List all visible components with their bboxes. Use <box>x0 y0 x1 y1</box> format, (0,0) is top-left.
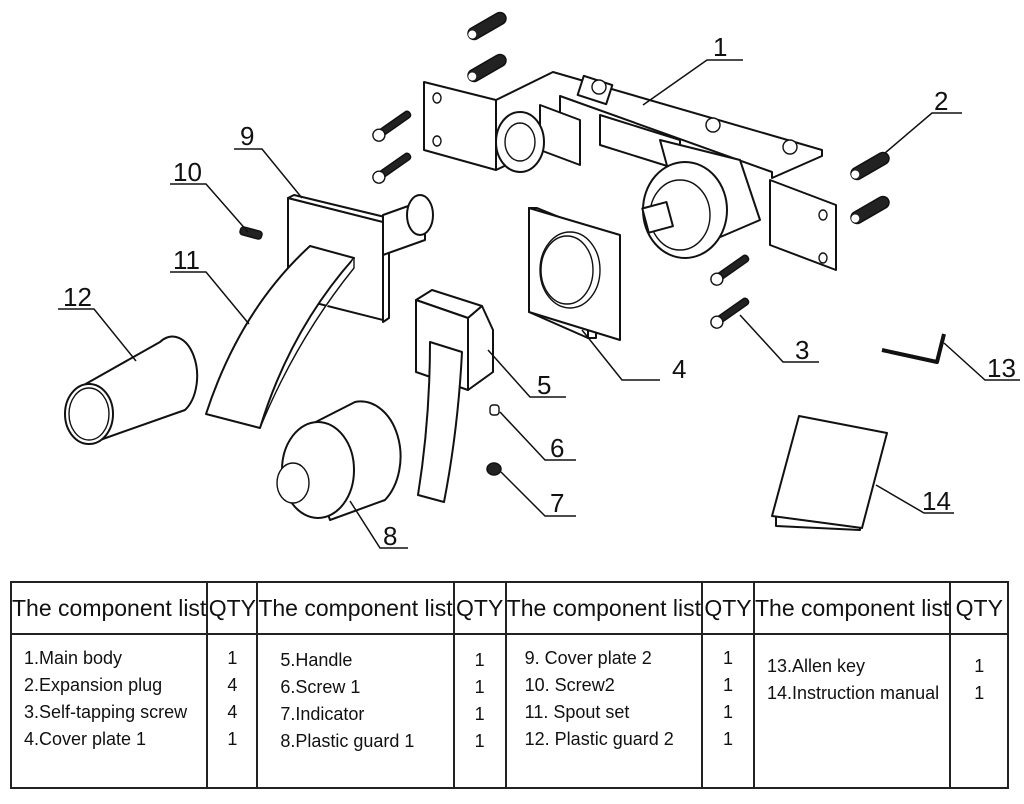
callout-6: 6 <box>550 433 564 463</box>
qty-value: 1 <box>227 648 238 668</box>
component-item: 14.Instruction manual <box>766 683 940 703</box>
callout-4: 4 <box>672 354 686 384</box>
part-expansion-plugs <box>467 11 890 225</box>
header-component-list: The component list <box>752 581 952 635</box>
part-screw-1 <box>489 404 500 416</box>
qty-value: 1 <box>974 683 985 703</box>
component-cell: 5.Handle 6.Screw 1 7.Indicator 8.Plastic… <box>256 633 455 789</box>
leader-lines <box>58 59 1020 549</box>
header-component-list: The component list <box>9 581 209 635</box>
qty-value: 1 <box>474 704 485 724</box>
part-screw-2 <box>239 226 263 240</box>
component-item: 9. Cover plate 2 <box>524 648 652 668</box>
qty-value: 1 <box>722 675 733 695</box>
component-item: 7.Indicator <box>280 704 365 724</box>
qty-value: 1 <box>474 677 485 697</box>
component-item: 10. Screw2 <box>524 675 615 695</box>
part-handle <box>415 289 494 503</box>
component-item: 12. Plastic guard 2 <box>524 729 674 749</box>
part-plastic-guard-2 <box>64 335 199 445</box>
part-allen-key <box>881 333 946 364</box>
qty-cell: 1 1 1 1 <box>452 633 507 789</box>
callout-11: 11 <box>173 245 200 275</box>
callout-12: 12 <box>63 282 92 312</box>
callout-10: 10 <box>173 157 202 187</box>
header-qty: QTY <box>949 581 1010 635</box>
component-item: 1.Main body <box>24 648 123 668</box>
part-cover-plate-1 <box>528 207 621 341</box>
qty-value: 1 <box>722 702 733 722</box>
qty-value: 1 <box>474 731 485 751</box>
component-table: The component list QTY The component lis… <box>9 581 1010 789</box>
part-indicator <box>486 462 502 476</box>
part-main-body <box>423 71 837 271</box>
part-instruction-manual <box>771 415 888 531</box>
callout-2: 2 <box>934 86 948 116</box>
component-item: 3.Self-tapping screw <box>24 702 188 722</box>
callout-1: 1 <box>713 32 727 62</box>
header-qty: QTY <box>700 581 755 635</box>
component-cell: 9. Cover plate 2 10. Screw2 11. Spout se… <box>504 633 703 789</box>
component-item: 5.Handle <box>280 650 353 670</box>
table-header-row: The component list QTY The component lis… <box>9 581 1010 635</box>
qty-value: 1 <box>722 729 733 749</box>
callout-7: 7 <box>550 488 564 518</box>
component-item: 13.Allen key <box>766 656 866 676</box>
callout-8: 8 <box>383 521 397 551</box>
header-component-list: The component list <box>504 581 703 635</box>
callout-3: 3 <box>795 335 809 365</box>
qty-cell: 1 1 1 1 <box>700 633 755 789</box>
component-item: 6.Screw 1 <box>280 677 361 697</box>
component-cell: 1.Main body 2.Expansion plug 3.Self-tapp… <box>9 633 209 789</box>
part-plastic-guard-1 <box>276 400 402 521</box>
component-cell: 13.Allen key 14.Instruction manual <box>752 633 952 789</box>
component-item: 11. Spout set <box>524 702 630 722</box>
table-body-row: 1.Main body 2.Expansion plug 3.Self-tapp… <box>9 633 1010 789</box>
header-qty: QTY <box>452 581 507 635</box>
exploded-diagram: 1 2 3 4 5 6 7 8 9 10 11 12 13 14 <box>58 11 1020 551</box>
callout-5: 5 <box>537 370 551 400</box>
header-qty: QTY <box>206 581 259 635</box>
callout-numbers: 1 2 3 4 5 6 7 8 9 10 11 12 13 14 <box>63 32 1016 551</box>
qty-value: 1 <box>974 656 985 676</box>
qty-value: 4 <box>227 702 238 722</box>
qty-value: 1 <box>227 729 238 749</box>
callout-13: 13 <box>987 353 1016 383</box>
header-component-list: The component list <box>256 581 455 635</box>
callout-14: 14 <box>922 486 951 516</box>
component-item: 2.Expansion plug <box>24 675 163 695</box>
callout-9: 9 <box>240 121 254 151</box>
component-item: 8.Plastic guard 1 <box>280 731 415 751</box>
component-item: 4.Cover plate 1 <box>24 729 147 749</box>
part-spout-set <box>205 245 355 429</box>
qty-value: 4 <box>227 675 238 695</box>
part-self-tapping-screws <box>372 110 750 329</box>
qty-cell: 1 4 4 1 <box>206 633 259 789</box>
qty-cell: 1 1 <box>949 633 1010 789</box>
qty-value: 1 <box>722 648 733 668</box>
qty-value: 1 <box>474 650 485 670</box>
